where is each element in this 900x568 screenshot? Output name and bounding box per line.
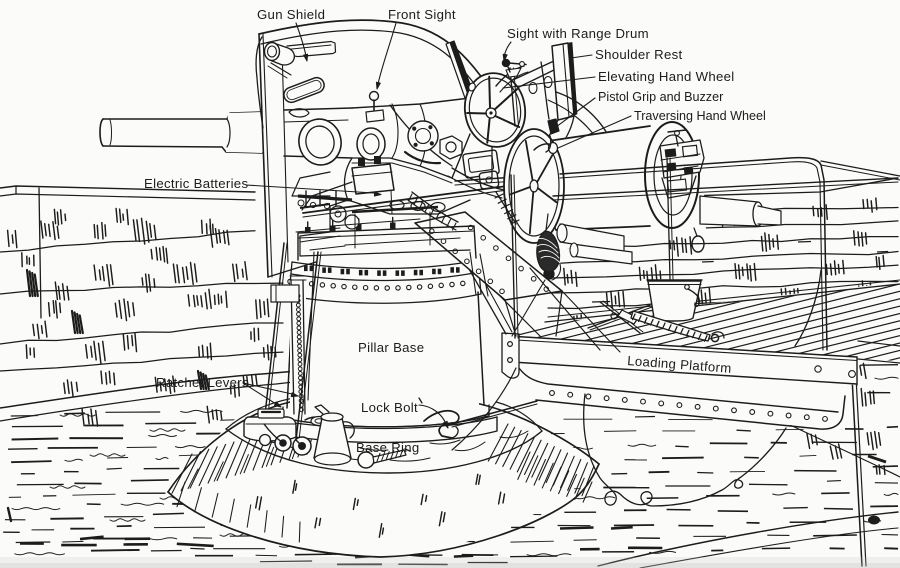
svg-text:Pillar Base: Pillar Base [358, 340, 424, 355]
svg-text:Ratchet Levers: Ratchet Levers [156, 375, 249, 390]
svg-text:Pistol Grip and Buzzer: Pistol Grip and Buzzer [598, 90, 723, 104]
svg-text:Gun Shield: Gun Shield [257, 7, 325, 22]
svg-text:Base Ring: Base Ring [356, 440, 420, 455]
svg-text:Lock Bolt: Lock Bolt [361, 400, 418, 415]
svg-text:Front Sight: Front Sight [388, 7, 456, 22]
svg-text:Sight with Range Drum: Sight with Range Drum [507, 26, 649, 41]
svg-text:Traversing Hand Wheel: Traversing Hand Wheel [634, 109, 766, 123]
svg-text:Shoulder Rest: Shoulder Rest [595, 47, 683, 62]
svg-text:Electric Batteries: Electric Batteries [144, 176, 248, 191]
svg-text:Elevating Hand Wheel: Elevating Hand Wheel [598, 69, 734, 84]
